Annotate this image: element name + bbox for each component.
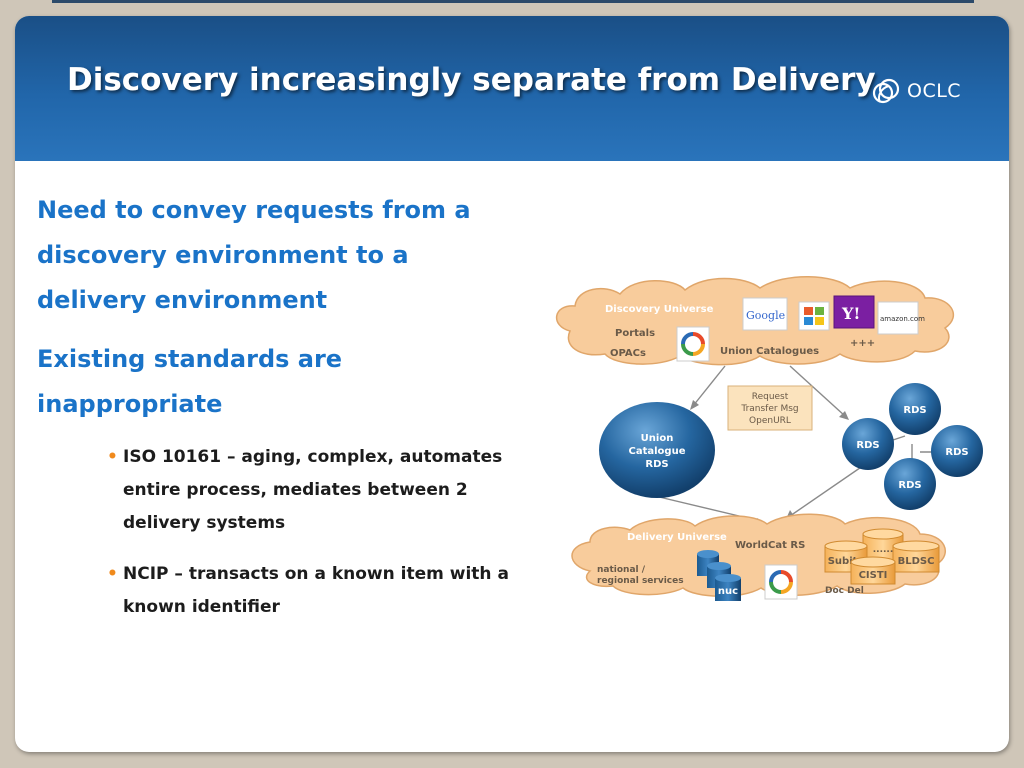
rds-sphere-top: RDS — [889, 383, 941, 435]
lead-paragraph-2: Existing standards are inappropriate — [37, 337, 557, 427]
bullet-line: entire process, mediates between 2 — [123, 480, 468, 500]
google-logo-text: Google — [746, 309, 785, 322]
rds-sphere-left: RDS — [842, 418, 894, 470]
rds-sphere-right: RDS — [931, 425, 983, 477]
amazon-logo-text: amazon.com — [880, 315, 925, 323]
yahoo-logo — [833, 295, 875, 329]
lead-1-line: delivery environment — [37, 286, 328, 314]
union-catalogue-rds-sphere: Union Catalogue RDS — [599, 402, 715, 498]
national-label: national / — [597, 565, 646, 575]
amazon-logo — [877, 301, 919, 335]
lead-2-line: Existing standards are — [37, 345, 343, 373]
google-logo — [742, 297, 788, 331]
cisti-label: CISTI — [859, 570, 888, 581]
request-box — [727, 385, 813, 431]
lead-paragraph-1: Need to convey requests from a discovery… — [37, 188, 557, 323]
bullet-line: ISO 10161 – aging, complex, automates — [123, 447, 503, 467]
union-catalogues-label: Union Catalogues — [720, 346, 819, 357]
slide-header: Discovery increasingly separate from Del… — [15, 16, 1009, 161]
bullet-line: delivery systems — [123, 513, 286, 533]
request-line: Request — [752, 392, 789, 402]
worldcat-rs-label: WorldCat RS — [735, 540, 805, 551]
portals-label: Portals — [615, 328, 655, 339]
union-rds-line: RDS — [645, 459, 668, 470]
delivery-universe-label: Delivery Universe — [627, 532, 727, 543]
request-line: Transfer Msg — [740, 404, 798, 414]
bullet-line: NCIP – transacts on a known item with a — [123, 564, 509, 584]
bullet-list: • ISO 10161 – aging, complex, automates … — [107, 441, 547, 624]
top-strip — [52, 0, 974, 3]
windows-logo-icon — [798, 301, 830, 331]
oclc-logo-text: OCLC — [907, 80, 962, 102]
text-column: Need to convey requests from a discovery… — [37, 188, 557, 642]
request-line: OpenURL — [749, 416, 791, 426]
doc-del-database-icon: ...... Subito BLDSC CISTI — [824, 528, 940, 585]
nuc-label: nuc — [718, 586, 738, 597]
rds-label: RDS — [856, 440, 879, 451]
union-rds-line: Union — [641, 433, 674, 444]
oclc-swirl-icon — [676, 326, 710, 362]
bullet-item-ncip: • NCIP – transacts on a known item with … — [107, 558, 547, 624]
national-label: regional services — [597, 576, 684, 586]
discovery-universe-label: Discovery Universe — [605, 304, 714, 315]
oclc-swirl-icon — [764, 564, 798, 600]
slide: Discovery increasingly separate from Del… — [15, 16, 1009, 752]
nuc-database-icon: nuc — [697, 550, 741, 601]
oclc-logo: OCLC — [871, 73, 961, 109]
discovery-delivery-diagram: Discovery Universe Portals OPACs Union C… — [555, 276, 983, 601]
rds-label: RDS — [898, 480, 921, 491]
plus-label: +++ — [850, 338, 875, 349]
doc-del-label: Doc Del — [825, 586, 864, 596]
bullet-dot-icon: • — [107, 447, 118, 467]
rds-label: RDS — [945, 447, 968, 458]
bullet-item-iso: • ISO 10161 – aging, complex, automates … — [107, 441, 547, 540]
opacs-label: OPACs — [610, 348, 646, 359]
bullet-dot-icon: • — [107, 564, 118, 584]
lead-1-line: discovery environment to a — [37, 241, 409, 269]
union-rds-line: Catalogue — [629, 446, 686, 457]
dots-label: ...... — [873, 545, 894, 555]
rds-label: RDS — [903, 405, 926, 416]
subito-label: Subito — [828, 556, 865, 567]
rds-sphere-bottom: RDS — [884, 458, 936, 510]
lead-1-line: Need to convey requests from a — [37, 196, 471, 224]
yahoo-logo-text: Y! — [841, 304, 860, 323]
bldsc-label: BLDSC — [898, 556, 935, 567]
lead-2-line: inappropriate — [37, 390, 223, 418]
slide-title: Discovery increasingly separate from Del… — [67, 62, 876, 98]
oclc-logo-icon — [872, 78, 900, 104]
bullet-line: known identifier — [123, 597, 280, 617]
